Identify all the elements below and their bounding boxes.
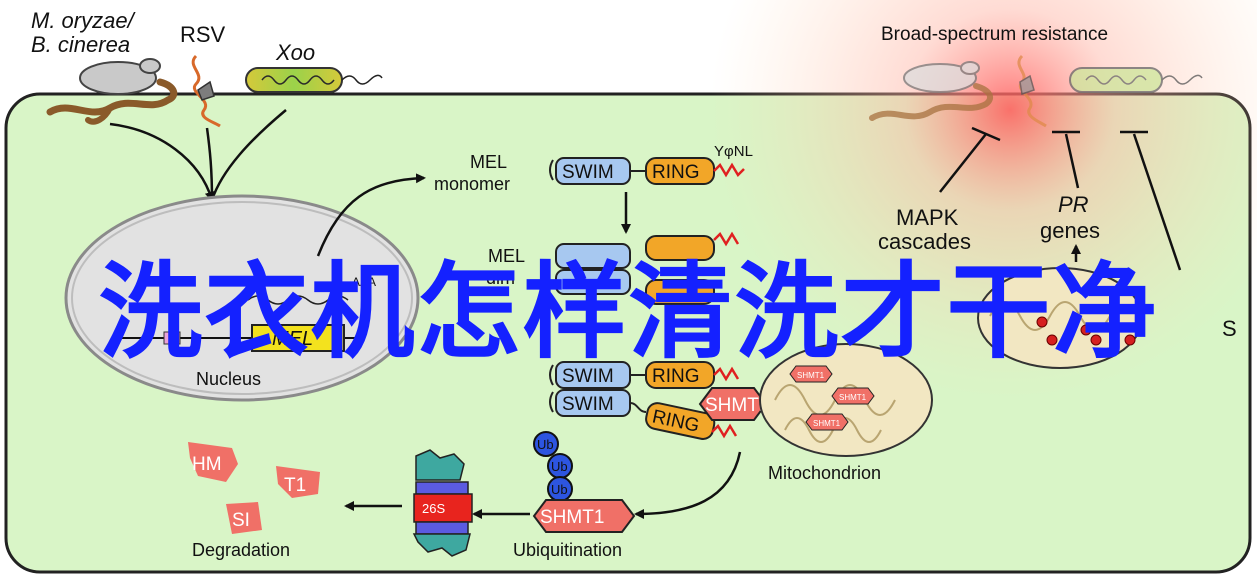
ub-label-3: Ub [551,482,568,497]
mapk-line2: cascades [878,229,971,254]
mito-shmt1-label-2: SHMT1 [839,393,867,402]
inhibition-lines [939,126,1182,271]
proteasome-label: 26S [422,501,445,516]
virus-label: RSV [180,22,226,47]
shmt1-ub-label: SHMT1 [540,507,604,528]
ub-label-2: Ub [551,459,568,474]
mel-oligomer-protein: SWIM RING SWIM RING [549,361,740,440]
chloroplast [977,267,1143,369]
motif-label: YφNL [714,143,753,160]
shmt1-bound-label: SHMT1 [705,395,769,416]
mel-monomer-protein: SWIM RING YφNL [549,143,753,185]
mitochondrion-label: Mitochondrion [768,463,881,483]
fragment-label-1: HM [192,454,222,475]
pr-line1: PR [1058,192,1089,217]
ubiquitin-chain: Ub Ub Ub [533,431,573,502]
mito-shmt1-label-3: SHMT1 [813,419,841,428]
fungus-label-line2: B. cinerea [31,32,130,57]
mel-dimer-line2: dim [486,268,515,288]
degradation-label: Degradation [192,540,290,560]
swim-label-3: SWIM [562,366,614,387]
mel-dimer-protein [555,231,740,305]
mapk-line1: MAPK [896,205,959,230]
nucleus-label: Nucleus [196,369,261,389]
fragment-label-2: T1 [284,475,306,496]
ring-domain-label: RING [652,162,700,183]
ubiquitination-arrow [634,451,742,519]
polya-label: AAA [352,275,376,289]
overlay-watermark-text: 洗衣机怎样清洗才干净 [98,250,1159,373]
mel-monomer-line1: MEL [470,152,507,172]
virus-icon [191,54,221,128]
mel-monomer-line2: monomer [434,174,510,194]
bacterium-label: Xoo [275,40,315,65]
resistance-title: Broad-spectrum resistance [881,24,1108,45]
mel-dimer-line1: MEL [488,246,525,266]
ring-label-3: RING [652,366,700,387]
resistance-pathogens [869,54,1203,128]
shmt1-fragments: HM T1 SI [188,442,320,534]
bacterium-icon [245,67,383,93]
pr-line2: genes [1040,218,1100,243]
ros-partial-label: S [1222,316,1237,341]
mito-shmt1-copies: SHMT1 SHMT1 SHMT1 [789,365,875,431]
fungus-label-line1: M. oryzae/ [31,8,136,33]
swim-label-4: SWIM [562,394,614,415]
shmt1-ubiquitinated: SHMT1 [532,499,636,533]
gene-label: MEL [272,328,313,350]
proteasome: 26S [412,449,473,557]
ros-dots [1036,316,1136,346]
ubiquitination-label: Ubiquitination [513,540,622,560]
swim-domain-label: SWIM [562,162,614,183]
mel-gene: MEL AAA [120,275,376,352]
shmt1-bound: SHMT1 [698,387,769,421]
mito-shmt1-label-1: SHMT1 [797,371,825,380]
fungus-icon [46,58,178,125]
export-arrow [316,173,426,257]
fragment-label-3: SI [232,510,250,531]
ub-label-1: Ub [537,437,554,452]
